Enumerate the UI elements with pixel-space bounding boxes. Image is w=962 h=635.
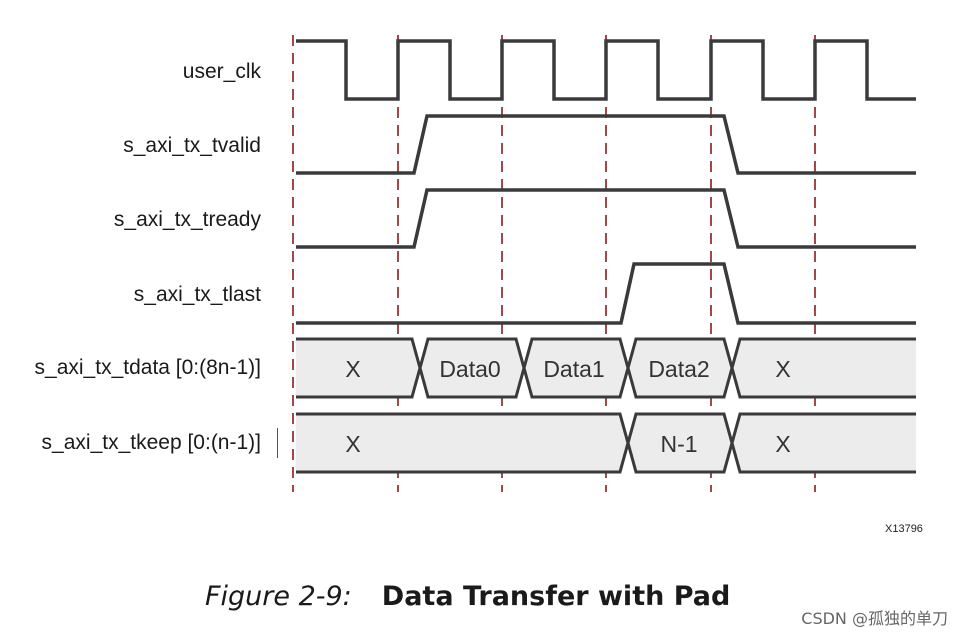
figure-id: X13796 [885, 523, 923, 535]
signal-label-tvalid: s_axi_tx_tvalid [123, 134, 261, 157]
bus-segment [420, 339, 524, 397]
caption-title: Data Transfer with Pad [381, 581, 731, 612]
tvalid-waveform [296, 114, 916, 175]
signal-label-tready: s_axi_tx_tready [113, 208, 261, 231]
bus-outline-bottom [296, 412, 916, 474]
signal-label-tkeep: s_axi_tx_tkeep [0:(n-1)] [41, 431, 261, 454]
tdata-value-2: Data1 [543, 356, 604, 382]
tdata-value-1: Data0 [439, 356, 500, 382]
tdata-bus: X Data0 Data1 Data2 X [296, 337, 916, 399]
tdata-value-3: Data2 [648, 356, 709, 382]
bus-outline-bottom [296, 337, 916, 399]
bus-segment [628, 339, 732, 397]
signal-label-user-clk: user_clk [182, 60, 261, 83]
bus-outline-top [296, 412, 916, 474]
figure-caption: Figure 2-9: Data Transfer with Pad [205, 581, 730, 612]
tkeep-value-2: X [775, 431, 790, 457]
tlast-waveform [296, 262, 916, 325]
bus-segment [628, 414, 732, 472]
bus-segment [732, 339, 916, 397]
tkeep-value-1: N-1 [660, 431, 697, 457]
bus-segment [732, 414, 916, 472]
tkeep-bus: X N-1 X [296, 412, 916, 474]
tdata-value-4: X [775, 356, 790, 382]
tkeep-value-0: X [345, 431, 360, 457]
text-cursor [277, 428, 278, 458]
watermark: CSDN @孤独的单刀 [801, 609, 948, 628]
bus-segment [296, 339, 420, 397]
bus-segment [296, 414, 628, 472]
signal-label-tdata: s_axi_tx_tdata [0:(8n-1)] [34, 356, 261, 379]
caption-number: Figure 2-9: [205, 581, 352, 612]
signal-label-tlast: s_axi_tx_tlast [133, 283, 261, 306]
bus-segment [524, 339, 628, 397]
tdata-value-0: X [345, 356, 360, 382]
user-clk-waveform [296, 39, 916, 101]
tready-waveform [296, 188, 916, 249]
